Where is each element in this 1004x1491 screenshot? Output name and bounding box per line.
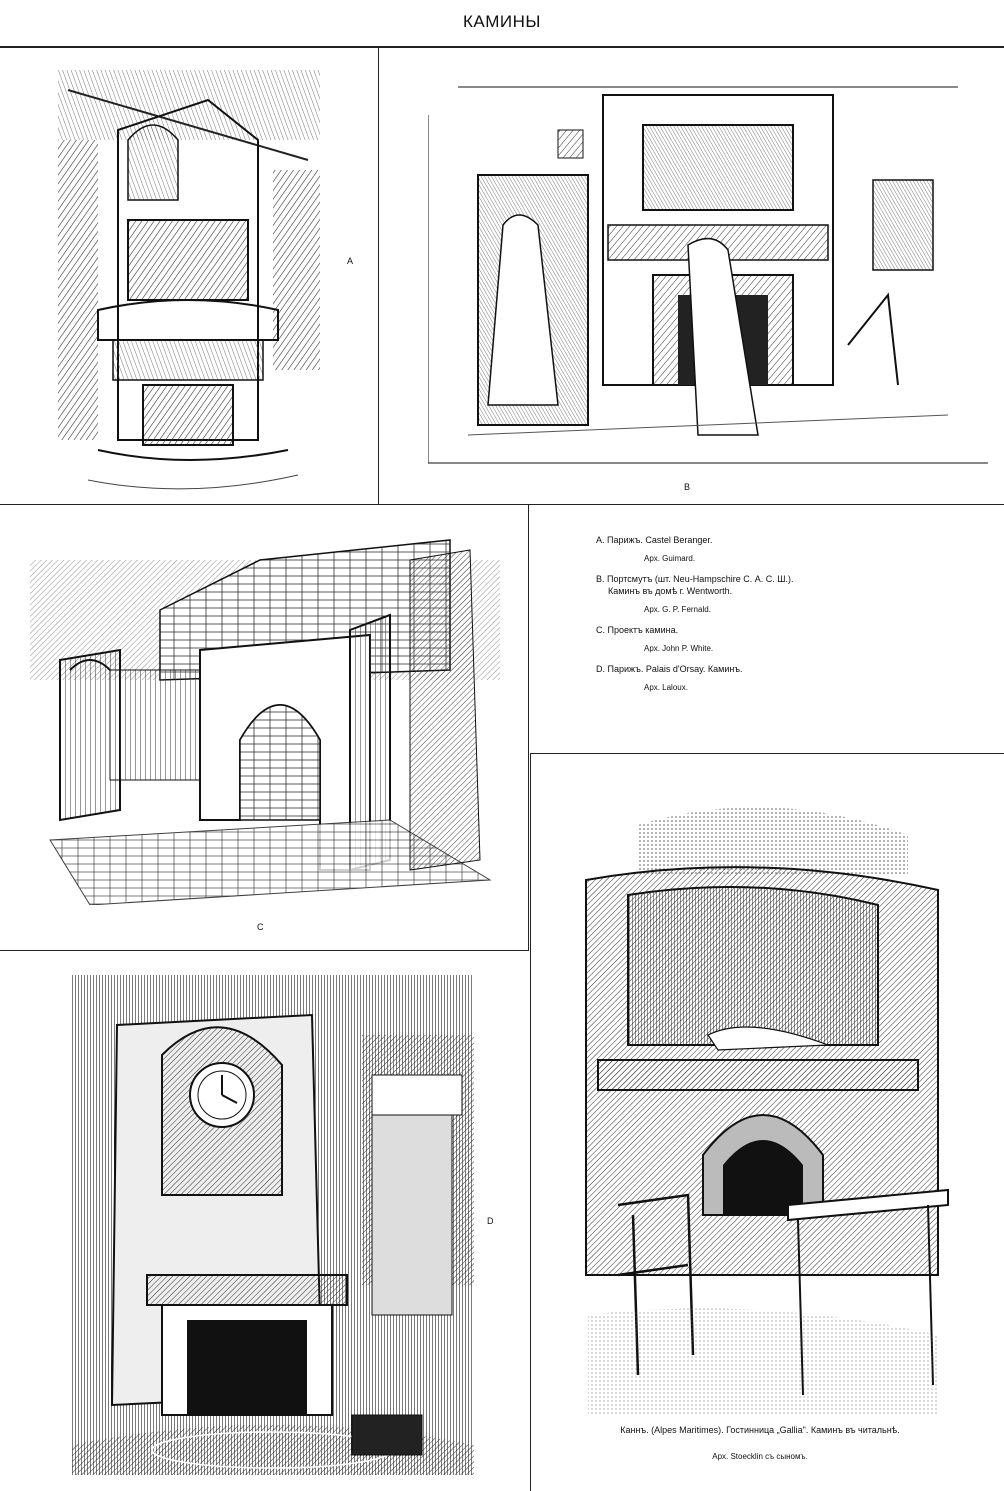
caption-a-architect: Арх. Guimard. xyxy=(644,554,696,564)
divider-horizontal-top xyxy=(0,504,1004,505)
caption-c-architect: Арх. John P. White. xyxy=(644,644,714,653)
plate-a-illustration xyxy=(58,70,320,500)
plate-c-label: C xyxy=(257,922,264,932)
plate-d-illustration xyxy=(72,975,474,1475)
caption-d-place: D. Парижъ. Palais d'Orsay. Каминъ. xyxy=(596,664,743,674)
divider-vertical-right xyxy=(530,753,531,1491)
plate-b-label: B xyxy=(684,482,691,492)
caption-b-place-line2: Каминъ въ домѣ г. Wentworth. xyxy=(608,585,733,596)
caption-b-architect: Арх. G. P. Fernald. xyxy=(644,604,711,614)
cannes-fireplace-illustration xyxy=(578,795,950,1415)
divider-horizontal-right xyxy=(530,753,1004,754)
page-title: КАМИНЫ xyxy=(463,12,541,31)
captions-block: A. Парижъ. Castel Beranger. Арх. Guimard… xyxy=(540,535,980,703)
cannes-caption-architect: Арх. Stoecklin съ сыномъ. xyxy=(712,1452,808,1461)
caption-b-place: B. Портсмутъ (шт. Neu-Hampschire С. А. С… xyxy=(596,574,980,597)
cannes-caption-place: Каннъ. (Alpes Maritimes). Гостинница „Ga… xyxy=(620,1425,900,1435)
caption-a-place: A. Парижъ. Castel Beranger. xyxy=(596,535,713,545)
caption-d-architect: Арх. Laloux. xyxy=(644,683,688,693)
header-rule xyxy=(0,46,1004,48)
divider-vertical-left-middle xyxy=(528,505,529,951)
divider-vertical-top xyxy=(378,48,379,504)
plate-b-illustration xyxy=(428,85,988,465)
plate-c-illustration xyxy=(30,520,500,905)
plate-a-label: A xyxy=(347,256,354,266)
caption-c-place: C. Проектъ камина. xyxy=(596,624,679,635)
divider-horizontal-left xyxy=(0,950,529,951)
plate-d-label: D xyxy=(487,1216,494,1226)
caption-b-place-line1: B. Портсмутъ (шт. Neu-Hampschire С. А. С… xyxy=(596,574,794,585)
